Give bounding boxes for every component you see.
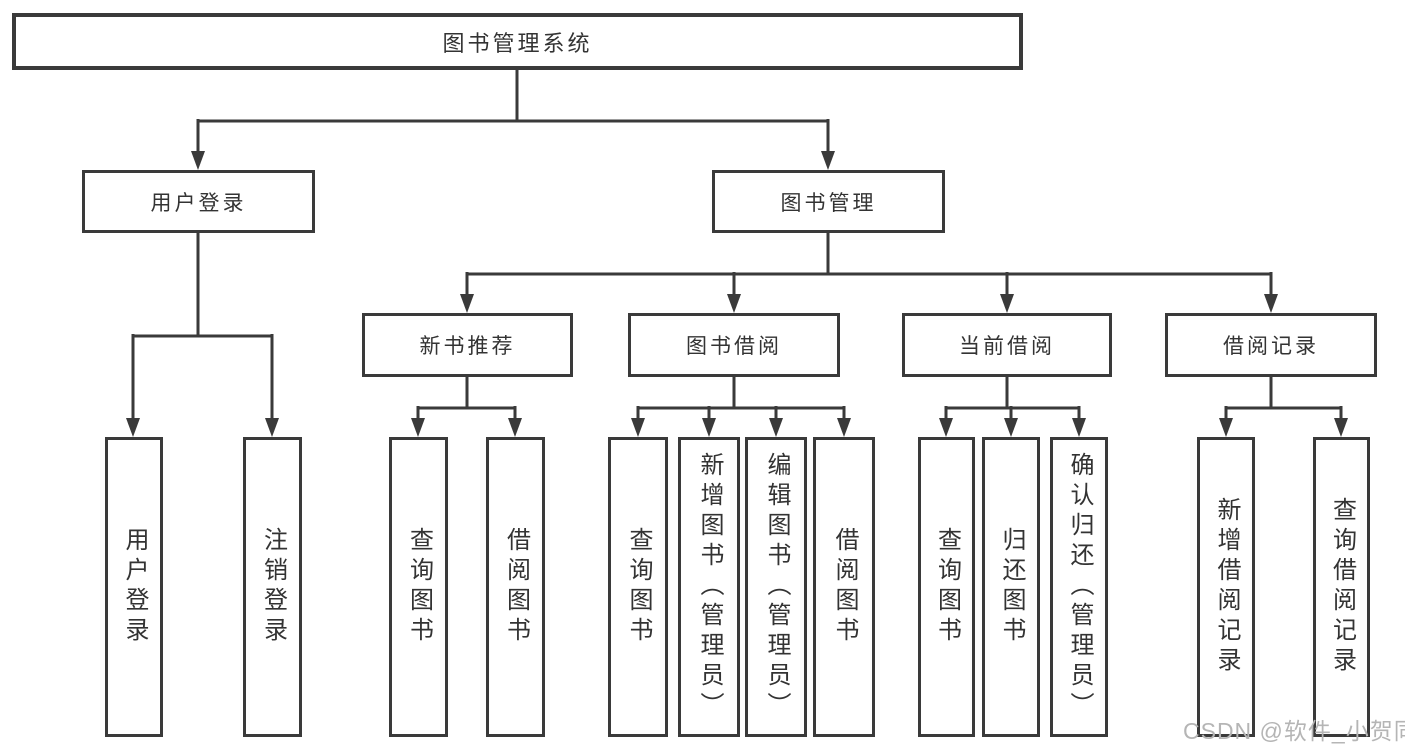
leaf-query-books-borrow: 查询图书 [608, 437, 668, 737]
node-new-book-recommendation: 新书推荐 [362, 313, 573, 377]
node-library-management-system: 图书管理系统 [12, 13, 1023, 70]
node-user-login: 用户登录 [82, 170, 315, 233]
leaf-logout: 注销登录 [243, 437, 302, 737]
node-current-borrowing: 当前借阅 [902, 313, 1112, 377]
leaf-return-books: 归还图书 [982, 437, 1040, 737]
leaf-borrow-books-recommend: 借阅图书 [486, 437, 545, 737]
node-borrowing-records: 借阅记录 [1165, 313, 1377, 377]
leaf-add-book-admin: 新增图书（管理员） [678, 437, 740, 737]
leaf-query-books-recommend: 查询图书 [389, 437, 448, 737]
leaf-add-borrow-record: 新增借阅记录 [1197, 437, 1255, 737]
leaf-query-borrow-record: 查询借阅记录 [1313, 437, 1370, 737]
leaf-edit-book-admin: 编辑图书（管理员） [745, 437, 807, 737]
node-book-management: 图书管理 [712, 170, 945, 233]
leaf-borrow-books: 借阅图书 [813, 437, 875, 737]
csdn-watermark: CSDN @软件_小贺同学 [1183, 718, 1405, 744]
node-book-borrowing: 图书借阅 [628, 313, 840, 377]
leaf-confirm-return-admin: 确认归还（管理员） [1050, 437, 1108, 737]
leaf-query-books-current: 查询图书 [918, 437, 975, 737]
leaf-user-login: 用户登录 [105, 437, 163, 737]
